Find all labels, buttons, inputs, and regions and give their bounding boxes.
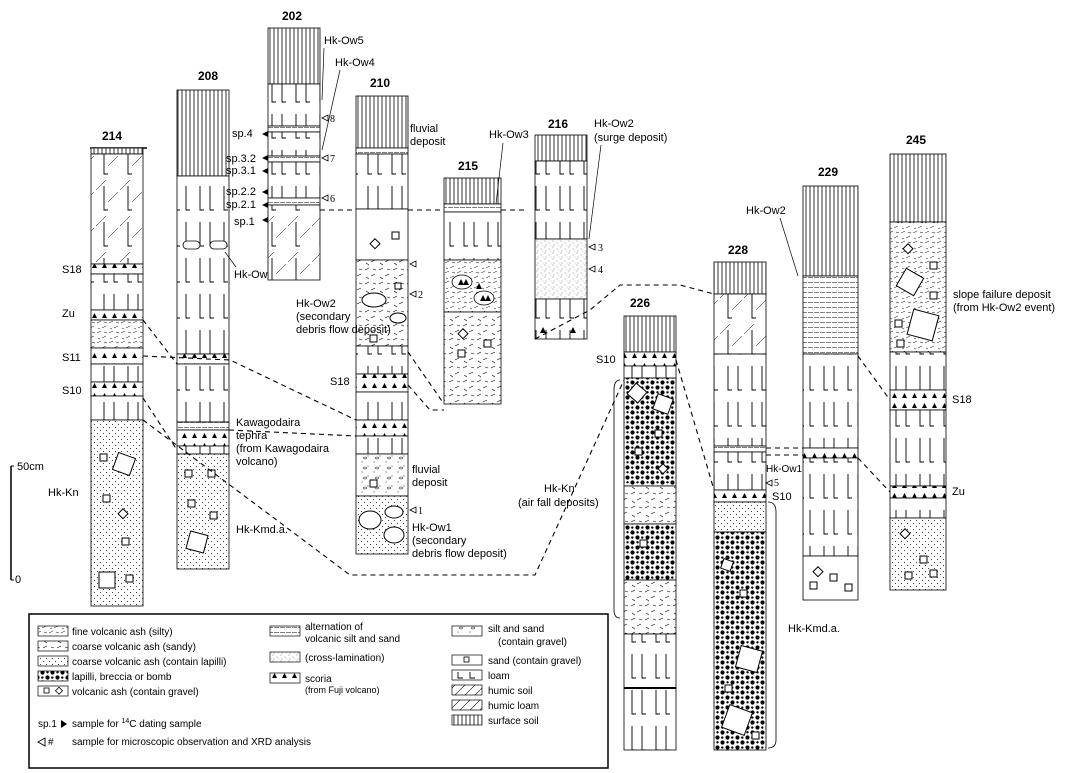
marker-4: 4 (598, 265, 603, 276)
column-id-216: 216 (548, 117, 568, 131)
label-hk-ow1-1: Hk-Ow1 (412, 522, 452, 534)
label-kawagodaira-4: volcano) (236, 456, 278, 468)
legend-micro-desc: sample for microscopic observation and X… (72, 737, 311, 748)
label-hk-ow2-secondary-2: (secondary (296, 311, 351, 323)
label-hk-ow1-228: Hk-Ow1 (766, 464, 803, 475)
scale-top-label: 50cm (17, 461, 44, 473)
column-214: 214 S18 Zu S11 S10 Hk-Kn (48, 129, 147, 606)
column-id-210: 210 (370, 76, 390, 90)
label-zu-245: Zu (952, 486, 965, 498)
label-fluvial-mid-1: fluvial (412, 464, 440, 476)
legend-lapilli: lapilli, breccia or bomb (72, 672, 172, 683)
label-s18-210: S18 (330, 376, 350, 388)
label-sp21: sp.2.1 (226, 199, 256, 211)
label-hk-ow1-3: debris flow deposit) (412, 548, 507, 560)
label-kawagodaira-3: (from Kawagodaira (236, 443, 330, 455)
label-hk-ow4: Hk-Ow4 (335, 57, 375, 69)
column-215: 215 Hk-Ow3 (444, 129, 529, 404)
label-hk-kmd-228: Hk-Kmd.a. (788, 623, 840, 635)
legend-sp-desc-pre: sample for (72, 719, 121, 730)
column-id-208: 208 (198, 69, 218, 83)
column-id-228: 228 (728, 243, 748, 257)
label-kawagodaira-2: tephra (236, 430, 268, 442)
label-hk-ow2-surge: (surge deposit) (594, 132, 667, 144)
label-hk-ow2-secondary-1: Hk-Ow2 (296, 298, 336, 310)
label-s10-226: S10 (596, 354, 616, 366)
legend-sp-desc: sample for 14C dating sample (72, 718, 202, 730)
legend-alternation-2: volcanic silt and sand (305, 634, 400, 645)
marker-3: 3 (598, 243, 603, 254)
label-sp31: sp.3.1 (226, 165, 256, 177)
label-sp1: sp.1 (234, 216, 255, 228)
correlation-lines (143, 210, 890, 575)
label-sp4: sp.4 (232, 128, 253, 140)
legend-silt-sand-1: silt and sand (488, 624, 544, 635)
legend-silt-sand-2: (contain gravel) (498, 637, 567, 648)
legend-scoria-1: scoria (305, 674, 332, 685)
marker-8: 8 (330, 114, 335, 125)
column-id-214: 214 (102, 129, 122, 143)
label-sp32: sp.3.2 (226, 153, 256, 165)
label-hk-kn-mid-2: (air fall deposits) (518, 497, 599, 509)
label-fluvial-top-2: deposit (410, 136, 445, 148)
label-slope-2: (from Hk-Ow2 event) (953, 302, 1055, 314)
column-id-215: 215 (458, 159, 478, 173)
legend-hash: # (48, 737, 54, 748)
label-hk-kn-left: Hk-Kn (48, 487, 79, 499)
legend-fine-ash: fine volcanic ash (silty) (72, 627, 173, 638)
legend-sand-gravel: sand (contain gravel) (488, 656, 581, 667)
label-hk-kmd-208: Hk-Kmd.a. (236, 524, 288, 536)
legend-sp-prefix: sp.1 (38, 719, 57, 730)
legend-sp-desc-sup: 14 (121, 718, 129, 725)
label-s10-214: S10 (62, 385, 82, 397)
legend-scoria-2: (from Fuji volcano) (305, 685, 380, 695)
marker-2: 2 (418, 290, 423, 301)
label-hk-kn-mid-1: Hk-Kn (544, 483, 575, 495)
column-245: 245 slope failure deposit (from Hk-Ow2 e… (890, 133, 1055, 590)
legend-loam: loam (488, 671, 510, 682)
column-id-229: 229 (818, 165, 838, 179)
legend-humic-soil: humic soil (488, 686, 532, 697)
legend-cross-lamination: (cross-lamination) (305, 653, 384, 664)
label-zu-214: Zu (62, 308, 75, 320)
marker-7: 7 (330, 154, 335, 165)
label-slope-1: slope failure deposit (953, 289, 1051, 301)
legend-humic-loam: humic loam (488, 701, 539, 712)
column-id-226: 226 (630, 296, 650, 310)
label-hk-ow2-secondary-3: debris flow deposit) (296, 324, 391, 336)
legend: fine volcanic ash (silty) coarse volcani… (29, 614, 608, 768)
label-kawagodaira-1: Kawagodaira (236, 417, 301, 429)
label-s18-214: S18 (62, 264, 82, 276)
legend-sp-desc-post: C dating sample (129, 719, 202, 730)
legend-coarse-ash-lapilli: coarse volcanic ash (contain lapilli) (72, 657, 227, 668)
label-fluvial-mid-2: deposit (412, 477, 447, 489)
column-id-202: 202 (282, 9, 302, 23)
label-hk-ow5: Hk-Ow5 (324, 35, 364, 47)
legend-coarse-ash-sandy: coarse volcanic ash (sandy) (72, 642, 196, 653)
legend-surface-soil: surface soil (488, 716, 539, 727)
scale-bar: 50cm 0 (11, 461, 44, 586)
label-s18-245: S18 (952, 394, 972, 406)
scale-bottom-label: 0 (15, 574, 21, 586)
legend-alternation-1: alternation of (305, 622, 363, 633)
label-hk-ow3: Hk-Ow3 (489, 129, 529, 141)
label-s10-228: S10 (772, 491, 792, 503)
label-fluvial-top-1: fluvial (410, 123, 438, 135)
label-sp22: sp.2.2 (226, 186, 256, 198)
marker-5: 5 (774, 478, 779, 489)
column-id-245: 245 (906, 133, 926, 147)
legend-ash-gravel: volcanic ash (contain gravel) (72, 687, 199, 698)
label-hk-ow1-2: (secondary (412, 535, 467, 547)
label-hk-ow2: Hk-Ow2 (594, 118, 634, 130)
label-s11-214: S11 (62, 352, 81, 364)
label-hk-ow2-229: Hk-Ow2 (746, 205, 786, 217)
column-202: 202 sp.4 sp.3.2 sp.3.1 sp.2.2 sp.2.1 sp.… (226, 9, 375, 280)
marker-1: 1 (418, 506, 423, 517)
marker-6: 6 (330, 194, 335, 205)
